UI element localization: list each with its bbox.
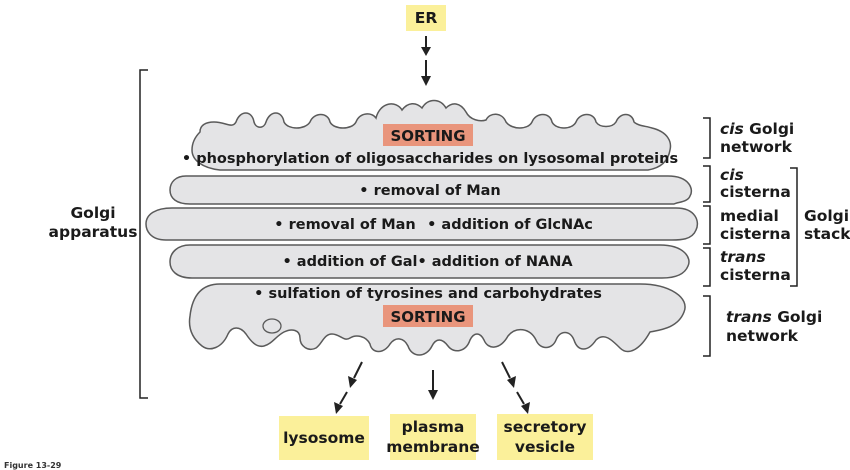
er-box (406, 5, 446, 31)
trans-task-2: • addition of NANA (417, 254, 573, 270)
arrow-to-secretory-vesicle (501, 361, 530, 414)
medial-cisterna-label-1: medial (720, 207, 779, 225)
medial-cisterna-label-2: cisterna (720, 225, 791, 243)
sorting-badge-top (383, 124, 473, 146)
secretory-vesicle-line1: secretory (504, 418, 587, 436)
sorting-badge-bottom (383, 305, 473, 327)
trans-cisterna-label-1: trans (720, 248, 766, 266)
figure-caption: Figure 13-29 (4, 461, 62, 470)
cis-cisterna-bracket (703, 165, 711, 203)
trans-cisterna-bracket (703, 247, 711, 287)
trans-golgi-network-bracket (703, 295, 711, 357)
plasma-membrane-line1: plasma (402, 418, 465, 436)
sorting-label-bottom: SORTING (390, 308, 465, 326)
er-label: ER (415, 9, 438, 27)
arrow-to-plasma-membrane (428, 370, 438, 400)
cis-cisterna-label-2: cisterna (720, 183, 791, 201)
golgi-apparatus-line2: apparatus (49, 223, 138, 241)
golgi-apparatus-line1: Golgi (70, 204, 115, 222)
plasma-membrane-line2: membrane (386, 438, 480, 456)
medial-task-2: • addition of GlcNAc (427, 217, 593, 233)
lysosome-box (279, 416, 369, 460)
medial-task-1: • removal of Man (274, 217, 416, 233)
golgi-stack-label-2: stack (804, 225, 850, 243)
golgi-stack-label-1: Golgi (804, 207, 849, 225)
cis-cisterna-task: • removal of Man (359, 183, 501, 199)
medial-cisterna-bracket (703, 205, 711, 245)
cis-cisterna-compartment (169, 175, 693, 205)
secretory-vesicle-box (497, 414, 593, 460)
trans-golgi-network-label-2: network (726, 327, 799, 345)
arrow-to-lysosome (334, 361, 363, 414)
lysosome-label: lysosome (283, 429, 365, 447)
vesicle-bud (262, 318, 282, 334)
trans-network-task: • sulfation of tyrosines and carbohydrat… (254, 286, 602, 302)
cis-golgi-network-bracket (703, 117, 711, 159)
cis-network-task: • phosphorylation of oligosaccharides on… (182, 151, 678, 167)
golgi-stack-bracket (790, 167, 798, 287)
cis-golgi-network-label-2: network (720, 138, 793, 156)
sorting-label-top: SORTING (390, 127, 465, 145)
golgi-apparatus-bracket (139, 69, 148, 399)
er-arrow (421, 36, 431, 86)
trans-golgi-network-label-1: trans Golgi (726, 308, 822, 326)
medial-cisterna-compartment (145, 207, 699, 241)
trans-cisterna-label-2: cisterna (720, 266, 791, 284)
trans-task-1: • addition of Gal (282, 254, 417, 270)
cis-cisterna-label-1: cis (720, 166, 744, 184)
cis-golgi-network-label-1: cis Golgi (720, 120, 794, 138)
trans-cisterna-compartment (169, 244, 690, 279)
secretory-vesicle-line2: vesicle (515, 438, 575, 456)
plasma-membrane-box (390, 414, 476, 460)
